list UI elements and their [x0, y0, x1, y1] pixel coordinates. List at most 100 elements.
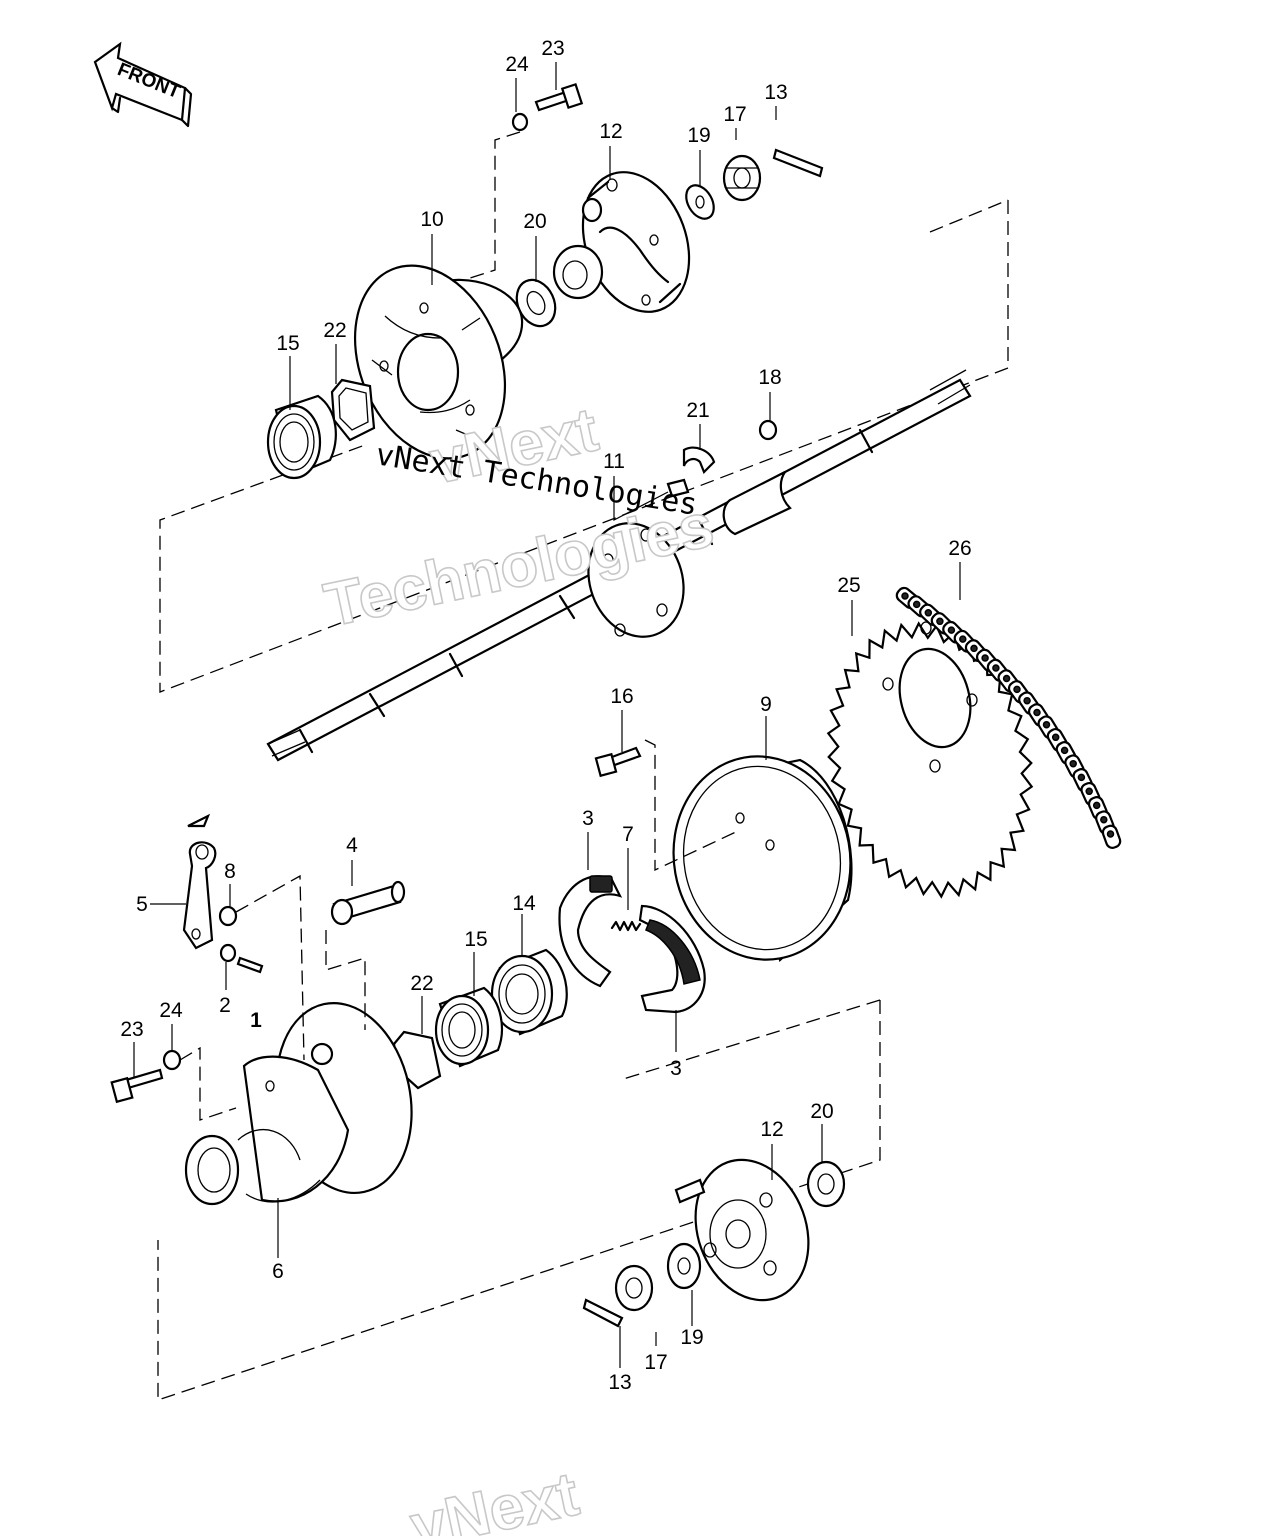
chain-pin — [992, 664, 1000, 672]
washer-part-2 — [219, 943, 237, 963]
o-ring-part-8 — [218, 905, 238, 927]
arrow-indicator-icon — [187, 813, 211, 828]
bearing-part-15-lower — [434, 986, 504, 1068]
callout-7: 7 — [622, 823, 634, 846]
chain-pin — [1023, 696, 1031, 705]
chain-pin — [1100, 815, 1108, 824]
callout-24-upper: 24 — [505, 53, 529, 76]
bolt-part-16 — [594, 746, 642, 778]
chain-pin — [1002, 674, 1011, 683]
washer-part-24 — [511, 112, 529, 132]
washer-part-20-upper — [515, 278, 557, 328]
callout-4: 4 — [346, 834, 358, 857]
callout-21: 21 — [686, 399, 709, 422]
leader-24-dash — [469, 131, 521, 279]
callout-25: 25 — [837, 574, 860, 597]
axle-shaft-part-11 — [266, 369, 972, 762]
bolt-part-23-lower — [110, 1068, 164, 1104]
callout-15-upper: 15 — [276, 332, 299, 355]
callout-24-lower: 24 — [159, 999, 183, 1022]
chain-pin — [959, 635, 967, 643]
hub-part-10 — [353, 264, 524, 460]
callout-15-lower: 15 — [464, 928, 487, 951]
cotter-pin-part-13-lower — [582, 1298, 624, 1328]
callout-1: 1 — [250, 1009, 262, 1032]
callout-20-upper: 20 — [523, 210, 546, 233]
chain-pin — [1033, 708, 1041, 717]
washer-part-19-lower — [666, 1242, 702, 1290]
chain-pin — [1013, 685, 1021, 694]
callout-5: 5 — [136, 893, 148, 916]
brake-lever-part-5 — [182, 841, 217, 950]
callout-13-upper: 13 — [764, 81, 787, 104]
brake-drum-part-9 — [672, 755, 853, 963]
chain-pin — [1051, 733, 1060, 742]
brake-shoe-part-3-upper — [558, 875, 623, 988]
callout-3-lower: 3 — [670, 1057, 682, 1080]
washer-part-19-upper — [685, 184, 715, 220]
leader-8-dash — [235, 874, 305, 1061]
pin-part-11 — [666, 478, 690, 498]
watermark-bottom: vNext — [405, 1460, 585, 1536]
chain-pin — [1092, 801, 1101, 810]
leader-4-dash — [325, 930, 366, 1030]
brake-shoe-part-3-lower — [638, 904, 706, 1014]
brake-camshaft-part-4 — [330, 880, 406, 926]
hub-flange-part-12-lower — [674, 1158, 810, 1302]
callout-8: 8 — [224, 860, 236, 883]
leader-lines — [133, 62, 961, 1368]
callout-19-lower: 19 — [680, 1326, 703, 1349]
callout-9: 9 — [760, 693, 772, 716]
callout-18: 18 — [758, 366, 781, 389]
callout-14: 14 — [512, 892, 536, 915]
callout-23-upper: 23 — [541, 37, 564, 60]
bearing-part-15-upper — [266, 394, 337, 480]
chain-pin — [1069, 759, 1077, 768]
chain-pin — [936, 617, 944, 626]
gasket-part-22-upper — [330, 378, 376, 442]
callout-19-upper: 19 — [687, 124, 710, 147]
chain-pin — [1060, 746, 1069, 755]
chain-pin — [1085, 787, 1093, 796]
callout-11: 11 — [603, 450, 625, 473]
washer-part-24-lower — [162, 1049, 182, 1071]
leader-16-dash — [644, 739, 741, 872]
castle-nut-part-17-lower — [614, 1264, 654, 1312]
callout-20-lower: 20 — [810, 1100, 833, 1123]
callout-17-upper: 17 — [723, 103, 746, 126]
bolt-part-2 — [236, 956, 264, 974]
cotter-pin-part-13-upper — [772, 148, 824, 178]
chain-pin — [901, 592, 909, 600]
chain-pin — [912, 600, 921, 609]
bolt-part-23 — [534, 82, 584, 112]
key-part-21 — [682, 446, 716, 474]
assembly-outline-upper — [159, 199, 1009, 693]
callout-labels: 23 24 12 19 17 13 10 20 15 22 18 21 11 2… — [120, 37, 971, 1394]
callout-22-lower: 22 — [410, 972, 433, 995]
callout-16: 16 — [610, 685, 633, 708]
callout-12-lower: 12 — [760, 1118, 783, 1141]
callout-2: 2 — [219, 994, 231, 1017]
bearing-part-14 — [490, 948, 568, 1036]
chain-pin — [1042, 720, 1051, 729]
hub-flange-part-12-upper — [552, 171, 691, 313]
callout-3-upper: 3 — [582, 807, 594, 830]
chain-pin — [924, 609, 933, 617]
spring-part-7 — [610, 920, 642, 932]
callout-13-lower: 13 — [608, 1371, 631, 1394]
assembly-outline-lower — [157, 999, 881, 1401]
drive-chain-part-26 — [895, 586, 1122, 849]
callout-26: 26 — [948, 537, 971, 560]
chain-pin — [981, 654, 989, 662]
callout-6: 6 — [272, 1260, 284, 1283]
washer-part-20-lower — [806, 1160, 846, 1208]
callout-10: 10 — [420, 208, 443, 231]
chain-pin — [1077, 773, 1086, 782]
callout-23-lower: 23 — [120, 1018, 143, 1041]
chain-pin — [970, 644, 978, 653]
front-arrow-icon: FRONT — [93, 41, 193, 128]
chain-pin — [947, 626, 956, 634]
callout-22-upper: 22 — [323, 319, 346, 342]
callout-17-lower: 17 — [644, 1351, 667, 1374]
